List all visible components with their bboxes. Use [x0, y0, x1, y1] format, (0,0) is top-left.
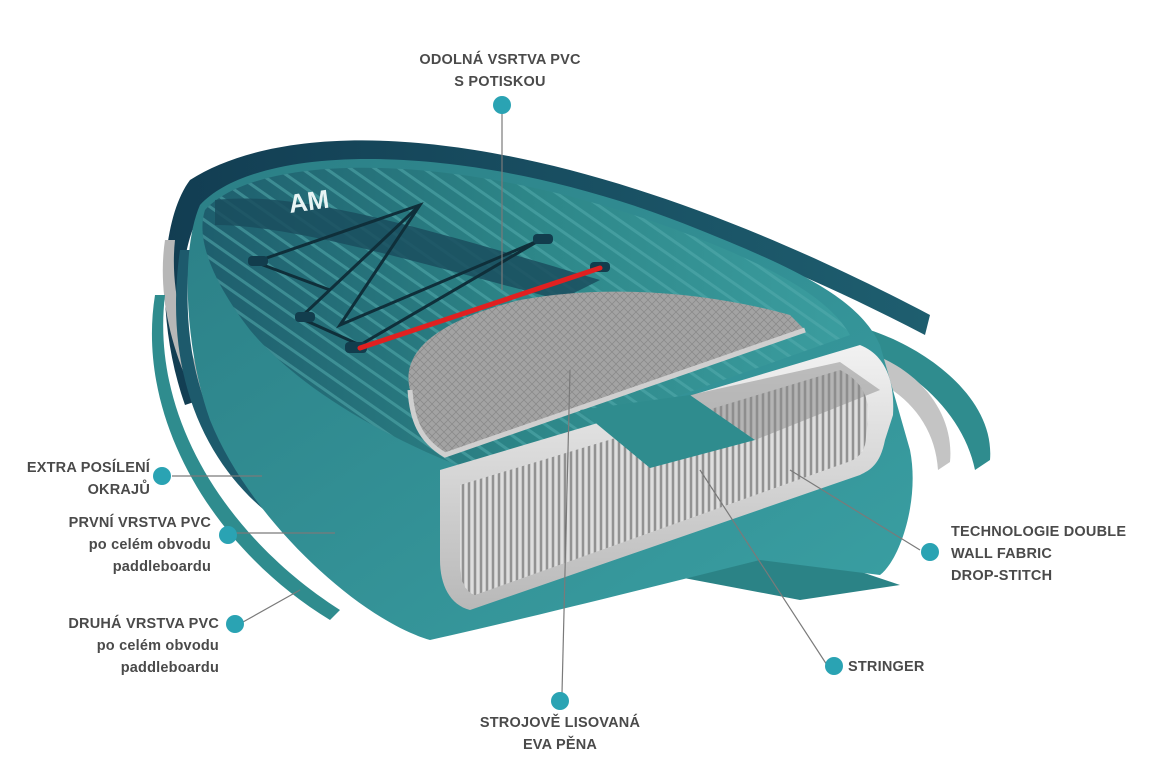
label-second-line2: po celém obvodu: [96, 638, 219, 654]
label-second-line1: DRUHÁ VRSTVA PVC: [68, 616, 219, 632]
label-eva-foam: STROJOVĚ LISOVANÁ EVA PĚNA: [460, 712, 660, 756]
label-tech-line3: DROP-STITCH: [951, 568, 1053, 584]
navy-edge-left: [176, 250, 300, 530]
bungee-cords: [254, 202, 541, 347]
teal-outer-shell-left: [151, 295, 340, 620]
label-edge-line1: EXTRA POSÍLENÍ: [26, 460, 150, 476]
label-drop-stitch: TECHNOLOGIE DOUBLE WALL FABRIC DROP-STIT…: [951, 521, 1150, 587]
callout-dots: [153, 96, 939, 710]
eva-foam-edge: [407, 327, 806, 458]
dot-second-layer: [226, 615, 244, 633]
dot-first-layer: [219, 526, 237, 544]
label-eva-line2: EVA PĚNA: [522, 737, 598, 753]
label-second-line3: paddleboardu: [120, 660, 219, 676]
label-eva-line1: STROJOVĚ LISOVANÁ: [479, 715, 641, 731]
label-first-line2: po celém obvodu: [88, 537, 211, 553]
label-stringer-line1: STRINGER: [848, 659, 925, 675]
label-first-line3: paddleboardu: [112, 559, 211, 575]
label-top-pvc-layer: ODOLNÁ VSRTVA PVC S POTISKOU: [400, 49, 600, 93]
label-first-line1: PRVNÍ VRSTVA PVC: [68, 515, 211, 531]
eva-foam-pad: [408, 291, 805, 455]
label-second-pvc-layer: DRUHÁ VRSTVA PVC po celém obvodu paddleb…: [0, 613, 219, 679]
label-edge-line2: OKRAJŮ: [87, 482, 150, 498]
dot-eva-foam: [551, 692, 569, 710]
carry-handle: [357, 265, 603, 351]
brand-logo: AM: [287, 184, 331, 219]
stringer-strip: [580, 395, 755, 468]
label-tech-line2: WALL FABRIC: [951, 546, 1053, 562]
leader-lines: [172, 112, 921, 694]
label-tech-line1: TECHNOLOGIE DOUBLE: [951, 524, 1127, 540]
stringer-strip-top: [690, 362, 880, 440]
dot-drop-stitch: [921, 543, 939, 561]
dot-edge-reinforcement: [153, 467, 171, 485]
dot-top-layer: [493, 96, 511, 114]
label-stringer: STRINGER: [848, 656, 948, 678]
dot-stringer: [825, 657, 843, 675]
label-first-pvc-layer: PRVNÍ VRSTVA PVC po celém obvodu paddleb…: [0, 512, 211, 578]
label-top-line2: S POTISKOU: [454, 74, 546, 90]
label-top-line1: ODOLNÁ VSRTVA PVC: [419, 52, 581, 68]
label-edge-reinforcement: EXTRA POSÍLENÍ OKRAJŮ: [0, 457, 150, 501]
outer-navy-rail: [164, 140, 930, 405]
deck-center-stripe: [215, 198, 600, 300]
